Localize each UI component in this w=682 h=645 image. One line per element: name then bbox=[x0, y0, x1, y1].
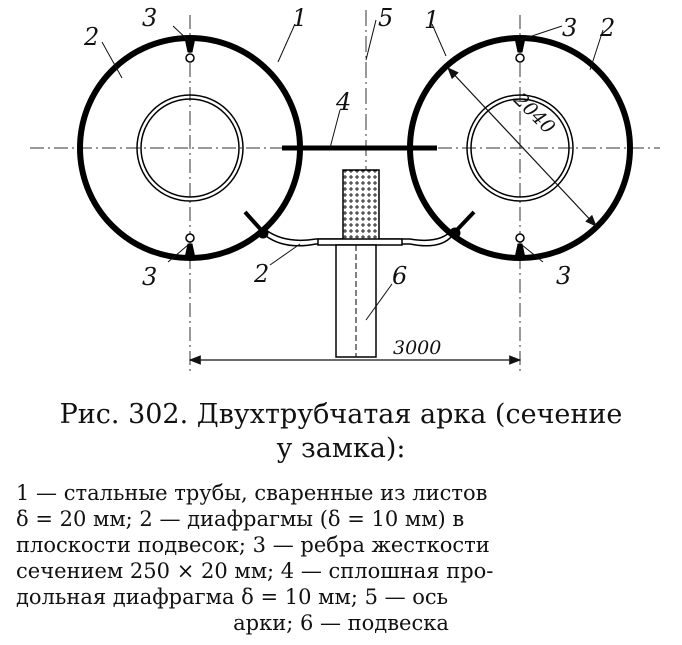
legend-line: 1 — стальные трубы, сваренные из листов bbox=[16, 481, 488, 505]
label-tube-right: 1 bbox=[424, 6, 439, 34]
stiffening-ribs bbox=[184, 37, 526, 259]
figure-legend: 1 — стальные трубы, сваренные из листов … bbox=[16, 480, 666, 636]
label-diaphragm-bottom: 2 bbox=[253, 260, 269, 288]
arch-section-drawing: 2040 3000 1 1 2 2 2 3 3 3 3 4 5 6 bbox=[30, 4, 660, 375]
label-longitudinal-diaphragm: 4 bbox=[335, 88, 351, 116]
caption-title-line-2: у замка): bbox=[276, 433, 406, 464]
legend-line: арки; 6 — подвеска bbox=[233, 611, 449, 635]
legend-line: сечением 250 × 20 мм; 4 — сплошная про- bbox=[16, 559, 494, 583]
tube-diameter-dimension-line bbox=[447, 67, 597, 227]
label-diaphragm-right: 2 bbox=[599, 14, 615, 42]
axis-spacing-label: 3000 bbox=[393, 337, 441, 359]
legend-line: δ = 20 мм; 2 — диафрагмы (δ = 10 мм) в bbox=[16, 507, 465, 531]
hanger bbox=[317, 169, 403, 358]
label-rib-top-left: 3 bbox=[142, 4, 157, 32]
label-tube-left: 1 bbox=[292, 4, 307, 32]
label-rib-bottom-right: 3 bbox=[556, 262, 571, 290]
figure-caption-title: Рис. 302. Двухтрубчатая арка (сечение у … bbox=[0, 398, 682, 466]
label-arch-axis: 5 bbox=[378, 4, 393, 32]
label-rib-bottom-left: 3 bbox=[142, 263, 157, 291]
caption-title-line-1: Рис. 302. Двухтрубчатая арка (сечение bbox=[59, 399, 623, 430]
leader-lines bbox=[101, 19, 604, 321]
label-hanger: 6 bbox=[392, 262, 407, 290]
legend-line: плоскости подвесок; 3 — ребра жесткости bbox=[16, 533, 490, 557]
label-diaphragm-left: 2 bbox=[83, 23, 99, 51]
label-rib-top-right: 3 bbox=[562, 14, 577, 42]
legend-line: дольная диафрагма δ = 10 мм; 5 — ось bbox=[16, 585, 449, 609]
